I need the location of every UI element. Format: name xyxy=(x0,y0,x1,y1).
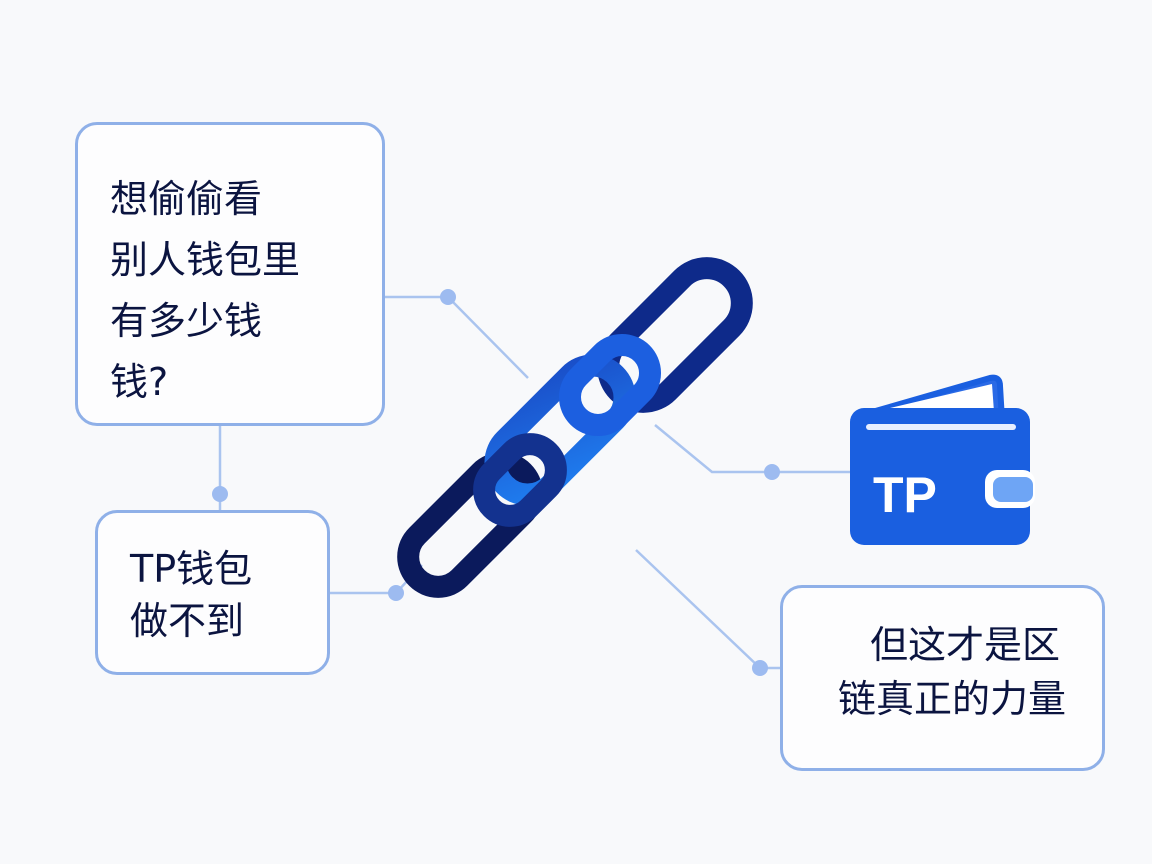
chain-link xyxy=(558,333,662,437)
dot xyxy=(388,585,404,601)
statement-line: 链真正的力量 xyxy=(837,677,1066,721)
statement-line: 但这才是区 xyxy=(869,623,1060,667)
question-line: 想偷偷看 xyxy=(110,177,263,221)
chain-link xyxy=(484,354,636,506)
chain-link xyxy=(397,452,543,598)
limitation-line: TP钱包 xyxy=(130,547,253,591)
chain-link xyxy=(473,433,567,527)
question-box: 想偷偷看 别人钱包里 有多少钱 钱? xyxy=(75,122,385,426)
dot xyxy=(764,464,780,480)
dot xyxy=(752,660,768,676)
wallet-label: TP xyxy=(873,467,937,523)
connector-chain-statement xyxy=(635,549,780,670)
limitation-box: TP钱包 做不到 xyxy=(95,510,330,675)
statement-box: 但这才是区 链真正的力量 xyxy=(780,585,1105,771)
connector-dots xyxy=(212,289,780,676)
connector-chain-wallet xyxy=(654,424,850,474)
dot xyxy=(212,486,228,502)
chain-link-icon xyxy=(397,257,753,598)
connector-question-chain xyxy=(385,295,529,379)
question-line: 有多少钱 xyxy=(110,299,263,343)
wallet-icon: TP xyxy=(850,374,1035,545)
limitation-line: 做不到 xyxy=(130,599,245,643)
dot xyxy=(440,289,456,305)
question-line: 钱? xyxy=(110,360,169,404)
question-line: 别人钱包里 xyxy=(110,238,301,282)
